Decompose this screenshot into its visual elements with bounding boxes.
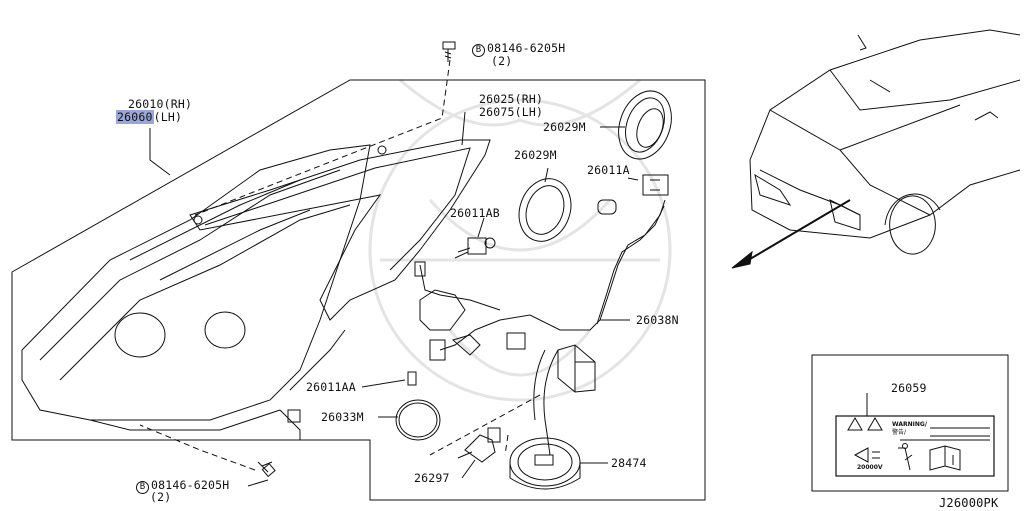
label-plate [835,415,995,477]
warning-text: WARNING/ [892,421,928,428]
igniter-28474 [509,437,581,490]
part-label-26038n[interactable]: 26038N [636,313,679,327]
part-label-26025[interactable]: 26025(RH) [479,92,544,106]
warning-jp-text: 警告/ [892,429,907,436]
leader-lines [149,111,639,487]
harness-26038n [439,199,666,351]
bolt-top-partno: 08146-6205H [487,41,566,55]
gasket-26025 [189,139,491,321]
voltage-text: 20000V [857,464,883,471]
cap-26029m-top [618,90,672,160]
part-label-26297[interactable]: 26297 [414,471,450,485]
bolt-top-qty: (2) [491,54,513,68]
part-label-26075[interactable]: 26075(LH) [479,105,544,119]
assembly-frame [11,79,706,501]
car-sketch [749,29,1021,255]
bulb-26011ab [454,237,496,259]
part-label-26011ab[interactable]: 26011AB [450,206,500,220]
part-label-26029m[interactable]: 26029M [514,148,557,162]
ring-26033m [395,399,441,441]
part-label-26010[interactable]: 26010(RH) [128,97,193,111]
watermark-emblem [368,78,672,402]
part-label-26059[interactable]: 26059 [891,381,927,395]
label-box [811,354,1009,492]
direction-arrow [744,199,851,263]
part-label-28474[interactable]: 28474 [611,456,647,470]
bulb-26297 [457,427,501,463]
part-label-26029m-top[interactable]: 26029M [543,120,586,134]
bolt-bottom-shape [257,461,276,478]
part-label-26060-row: 26060(LH) [116,110,183,124]
bolt-bottom-qty: (2) [150,490,172,504]
cap-26029m [518,178,572,242]
leader-dashes [139,59,541,471]
headlamp-housing [21,144,371,441]
bulb-26011aa [407,371,417,386]
bolt-top-shape [442,41,456,62]
part-label-26011aa[interactable]: 26011AA [306,380,356,394]
diagram-code: J26000PK [939,496,999,510]
ballast-unit [533,344,596,456]
bolt-bottom-partno: 08146-6205H [151,478,230,492]
part-label-26011a[interactable]: 26011A [587,163,630,177]
bolt-b-icon: B [136,481,149,494]
part-label-26060[interactable]: 26060 [116,110,154,124]
bolt-b-icon: B [472,44,485,57]
harness-connector [506,332,526,350]
bulb-26011a [597,174,669,215]
part-label-26033m[interactable]: 26033M [321,410,364,424]
part-label-26060-side: (LH) [153,110,183,124]
